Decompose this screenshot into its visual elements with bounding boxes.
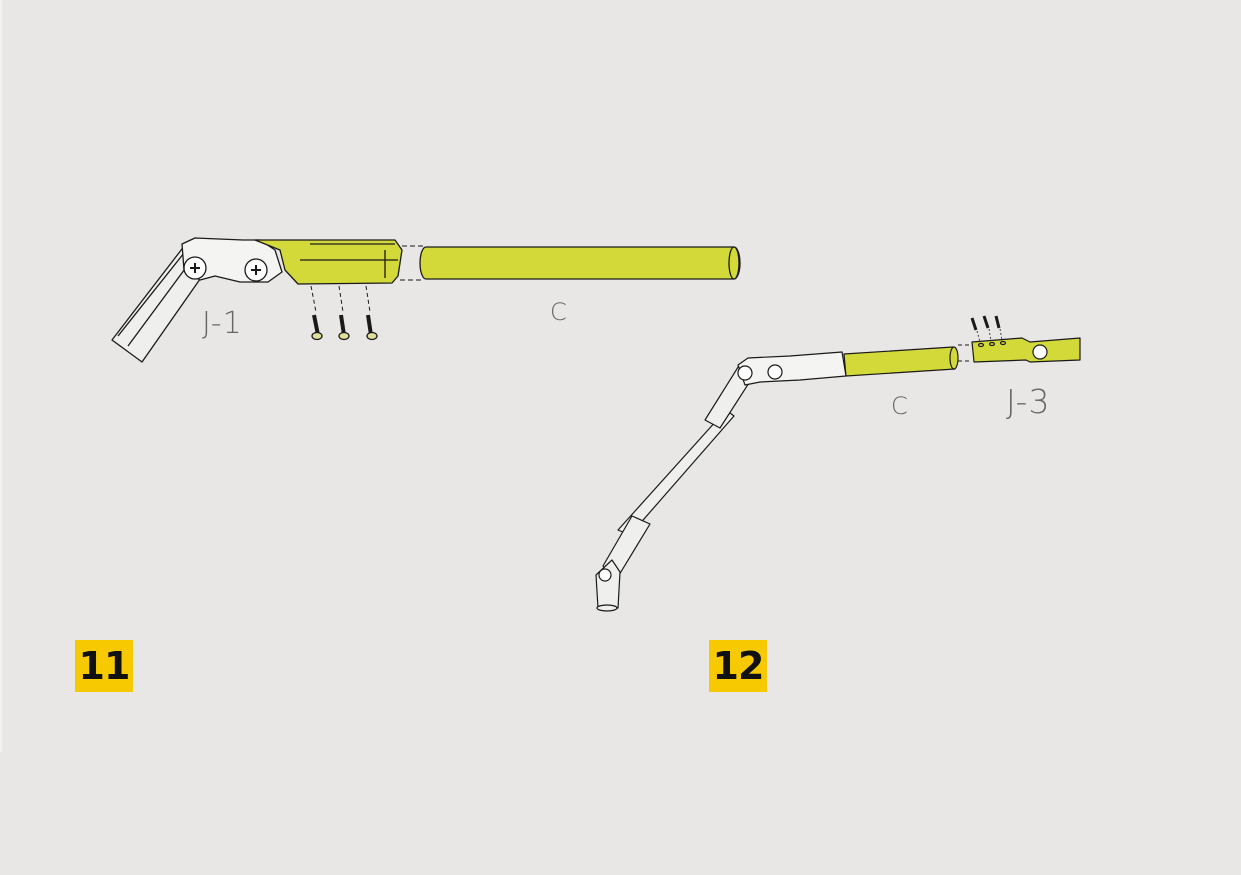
step-12-badge: 12: [709, 640, 767, 692]
label-j1: J-1: [202, 306, 243, 341]
label-c-step-12: C: [891, 392, 909, 420]
j1-sleeve-highlight: [254, 239, 403, 285]
elbow-joint: [737, 351, 847, 386]
step-12-illustration: [595, 315, 1081, 612]
step-11-badge: 11: [75, 640, 133, 692]
screws-step-11: [311, 314, 378, 341]
screws-step-12: [970, 315, 1003, 343]
page-edge: [0, 0, 2, 752]
step-11-illustration: [111, 237, 741, 363]
leg-tube: [617, 409, 735, 536]
label-c-step-11: C: [550, 298, 568, 326]
j3-joint-highlight: [971, 337, 1081, 363]
tube-c-step-12: [843, 346, 956, 377]
tube-c-step-11: [419, 246, 741, 280]
foot: [595, 559, 621, 609]
label-j3: J-3: [1006, 382, 1051, 421]
